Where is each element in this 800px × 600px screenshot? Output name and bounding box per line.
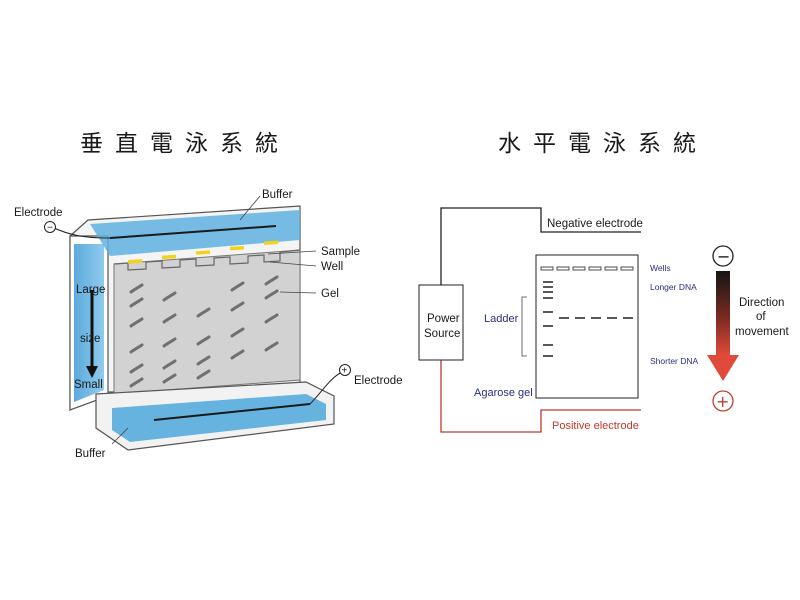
positive-pole-icon <box>712 390 734 412</box>
gel-band <box>129 363 144 374</box>
longer-dna-label: Longer DNA <box>650 282 697 292</box>
gel-band <box>162 373 177 384</box>
positive-electrode-label: Positive electrode <box>552 420 639 432</box>
gel-band <box>230 327 245 338</box>
negative-pole-icon <box>712 245 734 267</box>
gel-band <box>162 313 177 324</box>
sample-marker <box>128 259 142 264</box>
electrode-bottom-label: Electrode <box>354 375 403 387</box>
sample-marker <box>264 240 278 246</box>
top-electrode-minus-symbol: − <box>47 223 53 234</box>
gel-band <box>162 359 177 370</box>
power-source-label-line1: Power <box>427 313 460 325</box>
bottom-electrode-plus-symbol: + <box>342 366 348 377</box>
agarose-gel-label: Agarose gel <box>474 387 533 399</box>
direction-arrow-head <box>707 355 739 381</box>
negative-electrode-label: Negative electrode <box>547 218 643 230</box>
bottom-buffer-fill <box>112 394 326 442</box>
gel-band <box>162 291 177 302</box>
top-buffer-reservoir <box>90 210 300 256</box>
shorter-dna-label: Shorter DNA <box>650 356 699 366</box>
positive-wire <box>440 360 641 433</box>
direction-arrow-shaft <box>716 271 730 355</box>
bottom-lead-wire <box>309 371 343 405</box>
gel-well <box>540 266 554 271</box>
gel-band <box>129 343 144 354</box>
gel-band <box>129 317 144 328</box>
sample-markers <box>128 240 278 264</box>
gel-label: Gel <box>321 288 339 300</box>
electrode-top-label: Electrode <box>14 207 63 219</box>
gel-band <box>264 313 279 324</box>
buffer-bottom-label: Buffer <box>75 448 106 460</box>
wells-row <box>540 266 634 271</box>
gel-band <box>264 341 279 352</box>
bottom-electrode-wire <box>153 403 311 421</box>
bottom-electrode-plus-icon <box>339 364 351 376</box>
top-electrode-minus-icon <box>44 221 56 233</box>
gel-well <box>556 266 570 271</box>
size-label: size <box>80 333 100 345</box>
size-large-label: Large <box>76 284 105 296</box>
dna-bands <box>543 281 633 357</box>
gel-well <box>572 266 586 271</box>
well-leader <box>269 261 317 267</box>
gel-band <box>230 301 245 312</box>
horizontal-system-title: 水平電泳系統 <box>498 131 708 157</box>
gel-band <box>264 275 279 286</box>
buffer-top-label: Buffer <box>262 189 293 201</box>
top-electrode-wire <box>109 225 277 239</box>
gel-band <box>196 307 211 318</box>
well-label: Well <box>321 261 343 273</box>
vertical-system-title: 垂直電泳系統 <box>80 131 290 157</box>
sample-marker <box>162 254 176 260</box>
gel-well <box>588 266 602 271</box>
gel-well <box>604 266 618 271</box>
gel-band <box>230 349 245 360</box>
negative-wire <box>440 207 641 285</box>
direction-label-line1: Direction <box>739 297 784 309</box>
gel-band <box>196 335 211 346</box>
gel-band <box>196 355 211 366</box>
sample-marker <box>196 250 210 255</box>
ladder-label: Ladder <box>484 313 519 325</box>
size-small-label: Small <box>74 379 103 391</box>
positive-pole-symbol: + <box>716 392 729 411</box>
buffer-bottom-leader <box>111 427 129 445</box>
gel-leader <box>279 291 317 294</box>
left-buffer-fill <box>74 244 104 402</box>
vertical-apparatus <box>49 195 343 451</box>
ladder-bracket <box>521 296 527 357</box>
negative-pole-symbol: − <box>717 247 730 266</box>
gel-band <box>162 337 177 348</box>
gel-band <box>129 283 144 294</box>
gel-band <box>230 281 245 292</box>
gel-band <box>129 377 144 388</box>
gel-well <box>620 266 634 271</box>
direction-label-line3: movement <box>735 326 789 338</box>
gel-band <box>264 289 279 300</box>
direction-label-line2: of <box>756 311 766 323</box>
gel-band <box>129 297 144 308</box>
horizontal-apparatus <box>418 207 739 433</box>
sample-marker <box>230 245 244 251</box>
gel-band <box>196 369 211 380</box>
size-arrow-head <box>86 366 98 378</box>
gel-plate <box>113 249 301 395</box>
power-source-box <box>418 284 464 361</box>
sample-label: Sample <box>321 246 360 258</box>
buffer-top-leader <box>239 195 261 221</box>
wells-label: Wells <box>650 263 671 273</box>
gel-well-comb <box>113 249 301 271</box>
sample-leader <box>267 250 317 255</box>
gel-bands <box>129 275 279 388</box>
power-source-label-line2: Source <box>424 328 460 340</box>
